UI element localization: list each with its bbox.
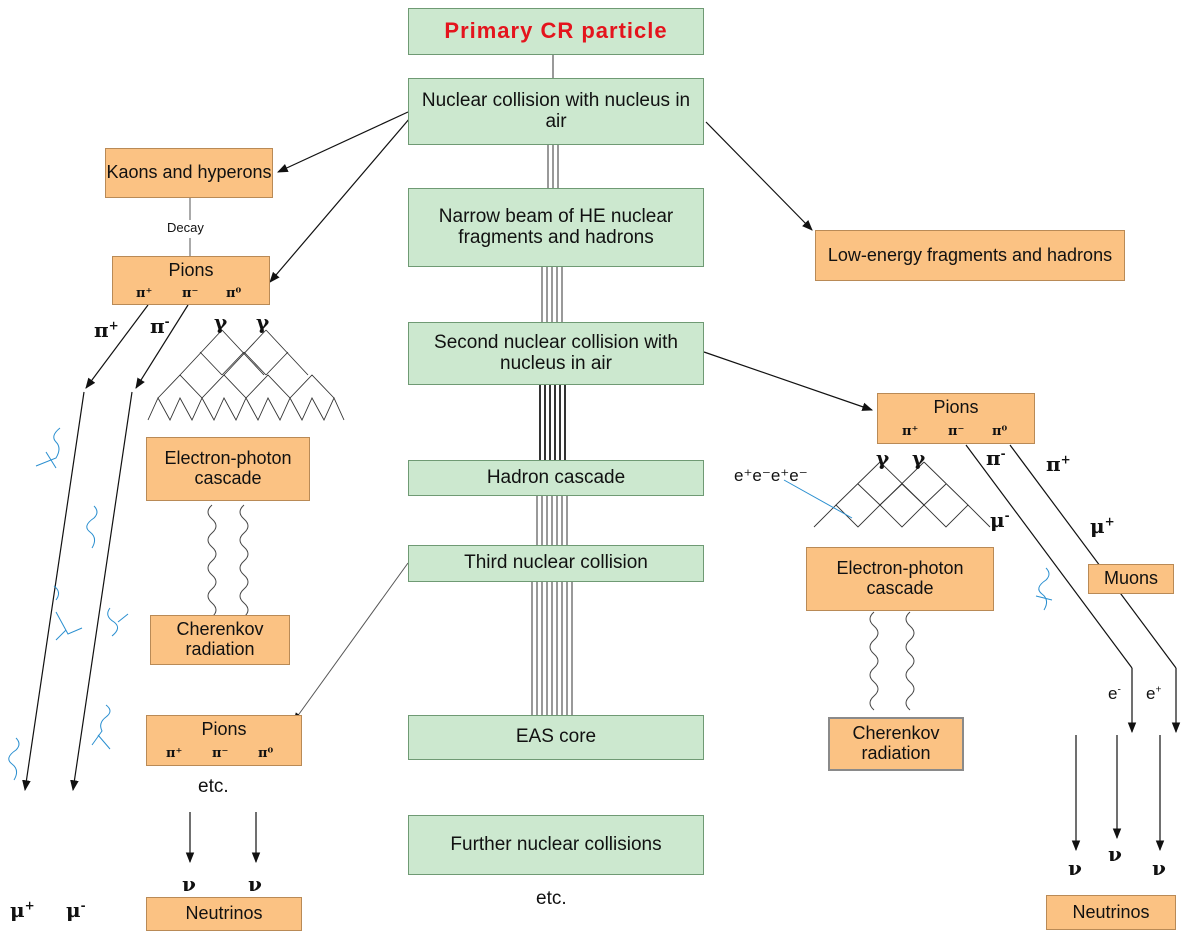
nu-label-left-1: ν [182,872,196,896]
primary-cr-box: Primary CR particle [408,8,704,55]
left-cherenkov-waves [207,504,249,618]
pion-label-right-1: π⁺ [902,424,919,439]
central-trunk [531,55,573,715]
collision1-box: Nuclear collision with nucleus in air [408,78,704,145]
cherenkov-box-left: Cherenkov radiation [150,615,290,665]
neutrinos-box-right: Neutrinos [1046,895,1176,930]
pion-label-right-3: π⁰ [992,424,1008,439]
e-minus-label: e- [1108,684,1121,703]
pi-minus-label-right: π- [986,446,1006,470]
pions-right-title: Pions [933,397,979,417]
pion-label-left-2: π⁻ [182,286,199,301]
neutrinos-box-left: Neutrinos [146,897,302,931]
e-plus-label: e+ [1146,684,1162,703]
gamma-label-left-1: γ [214,310,228,334]
hadron-cascade-box: Hadron cascade [408,460,704,496]
pion-label-left-3: π⁰ [226,286,242,301]
mu-plus-label-right: μ+ [1090,514,1115,538]
further-collisions-box: Further nuclear collisions [408,815,704,875]
pion-label-right-2: π⁻ [948,424,965,439]
cherenkov-box-right: Cherenkov radiation [828,717,964,771]
mu-minus-label-right: μ- [990,508,1010,532]
pi-plus-label-left: π+ [94,318,119,342]
nu-label-right-2: ν [1108,842,1122,866]
kaons-box: Kaons and hyperons [105,148,273,198]
decay-label: Decay [167,220,204,235]
mu-plus-label: μ+ [10,898,35,922]
right-cherenkov-waves [869,611,915,711]
eas-core-box: EAS core [408,715,704,760]
left-pion-tracks [22,304,189,792]
pions-lower-title: Pions [201,719,247,739]
right-pion-tracks [965,444,1181,852]
muons-box: Muons [1088,564,1174,594]
left-nu-arrows [185,812,261,864]
arrow-collision3-to-pions [293,562,409,722]
eeee-label: e⁺e⁻e⁺e⁻ [734,466,808,485]
nu-label-left-2: ν [248,872,262,896]
pion-label-lower-3: π⁰ [258,746,274,761]
right-blue-squiggle [1035,567,1053,611]
pions-box-right: Pions [877,393,1035,444]
gamma-label-right-1: γ [876,446,890,470]
pions-box-left: Pions [112,256,270,305]
center-etc: etc. [536,888,567,909]
collision3-box: Third nuclear collision [408,545,704,582]
beam-box: Narrow beam of HE nuclear fragments and … [408,188,704,267]
nu-label-right-1: ν [1068,856,1082,880]
gamma-label-right-2: γ [912,446,926,470]
pi-minus-label-left: π- [150,314,170,338]
pion-label-lower-2: π⁻ [212,746,229,761]
pions-title: Pions [168,260,214,280]
em-cascade-box-left: Electron-photon cascade [146,437,310,501]
pions-box-lower: Pions [146,715,302,766]
arrows-collision1 [269,111,874,411]
gamma-label-left-2: γ [256,310,270,334]
eeee-pointer [783,479,853,519]
left-em-lattice [147,329,345,422]
pi-plus-label-right: π+ [1046,452,1071,476]
right-em-lattice [813,461,991,528]
nu-label-right-3: ν [1152,856,1166,880]
left-etc: etc. [198,776,229,797]
collision2-box: Second nuclear collision with nucleus in… [408,322,704,385]
em-cascade-box-right: Electron-photon cascade [806,547,994,611]
mu-minus-label: μ- [66,898,86,922]
low-energy-box: Low-energy fragments and hadrons [815,230,1125,281]
pion-label-lower-1: π⁺ [166,746,183,761]
pion-label-left-1: π⁺ [136,286,153,301]
left-blue-squiggles [8,427,129,781]
